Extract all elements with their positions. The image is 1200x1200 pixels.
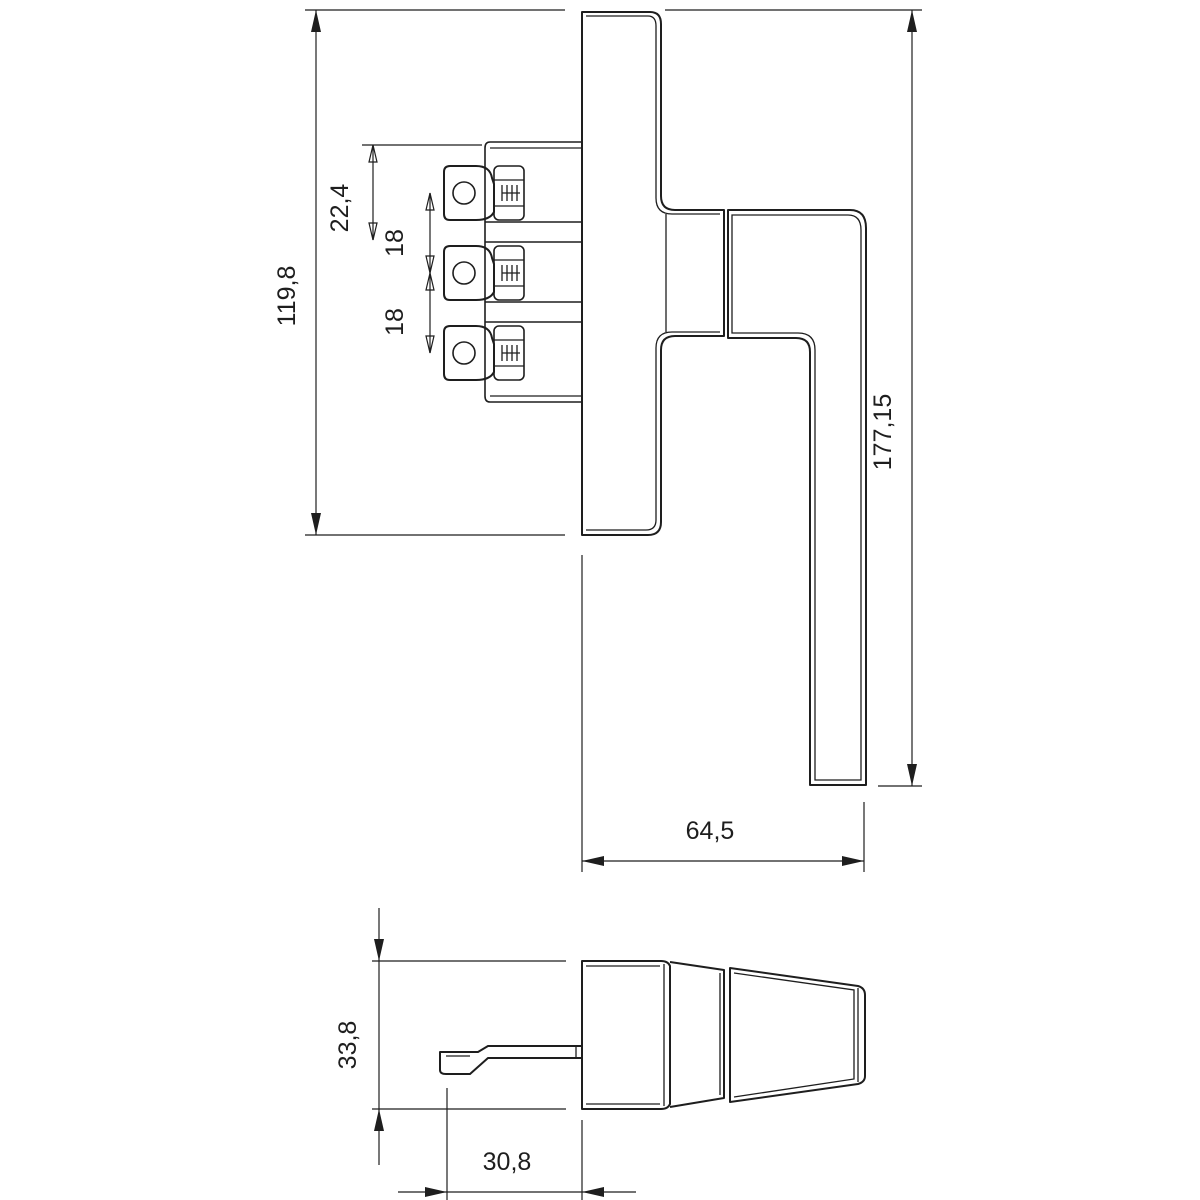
side-view: 33,8 30,8	[334, 908, 866, 1200]
dimension-side-depth: 33,8	[334, 908, 384, 1165]
dimension-pitch-bottom: 18	[381, 272, 435, 354]
side-spindle	[439, 1045, 582, 1075]
side-neck	[669, 961, 725, 1108]
cam-piece-bottom	[443, 325, 525, 381]
dimension-label-spindle-length: 30,8	[483, 1148, 532, 1176]
cam-piece-middle	[443, 245, 525, 301]
rosette-plate-inner	[586, 15, 720, 531]
dimension-label-pitch-top: 22,4	[326, 184, 354, 233]
dimension-handle-reach: 64,5	[582, 817, 864, 866]
dimension-handle-height: 177,15	[869, 10, 917, 786]
lever-handle-inner	[731, 214, 862, 781]
dimension-label-height-total: 119,8	[273, 266, 301, 327]
dimension-label-pitch-middle: 18	[381, 229, 409, 257]
cam-piece-top	[443, 165, 525, 221]
dimension-pitch-middle: 18	[381, 192, 435, 274]
dimension-label-side-depth: 33,8	[334, 1021, 362, 1070]
rosette-plate	[581, 11, 725, 536]
side-base-block	[581, 960, 671, 1110]
spacer-rails	[484, 141, 582, 403]
lever-handle	[727, 209, 867, 786]
dimension-height-total: 119,8	[273, 10, 321, 535]
side-handle-inner	[733, 972, 855, 1098]
dimension-pitch-top: 22,4	[326, 144, 378, 241]
front-view: 119,8 22,4 18 18 177,15	[273, 9, 922, 872]
dimension-label-handle-height: 177,15	[869, 394, 897, 470]
dimension-label-pitch-bottom: 18	[381, 308, 409, 336]
dimension-label-handle-reach: 64,5	[686, 817, 735, 845]
side-handle	[729, 967, 866, 1103]
side-base-inner	[586, 964, 665, 1106]
dimension-spindle-length: 30,8	[398, 1148, 636, 1197]
